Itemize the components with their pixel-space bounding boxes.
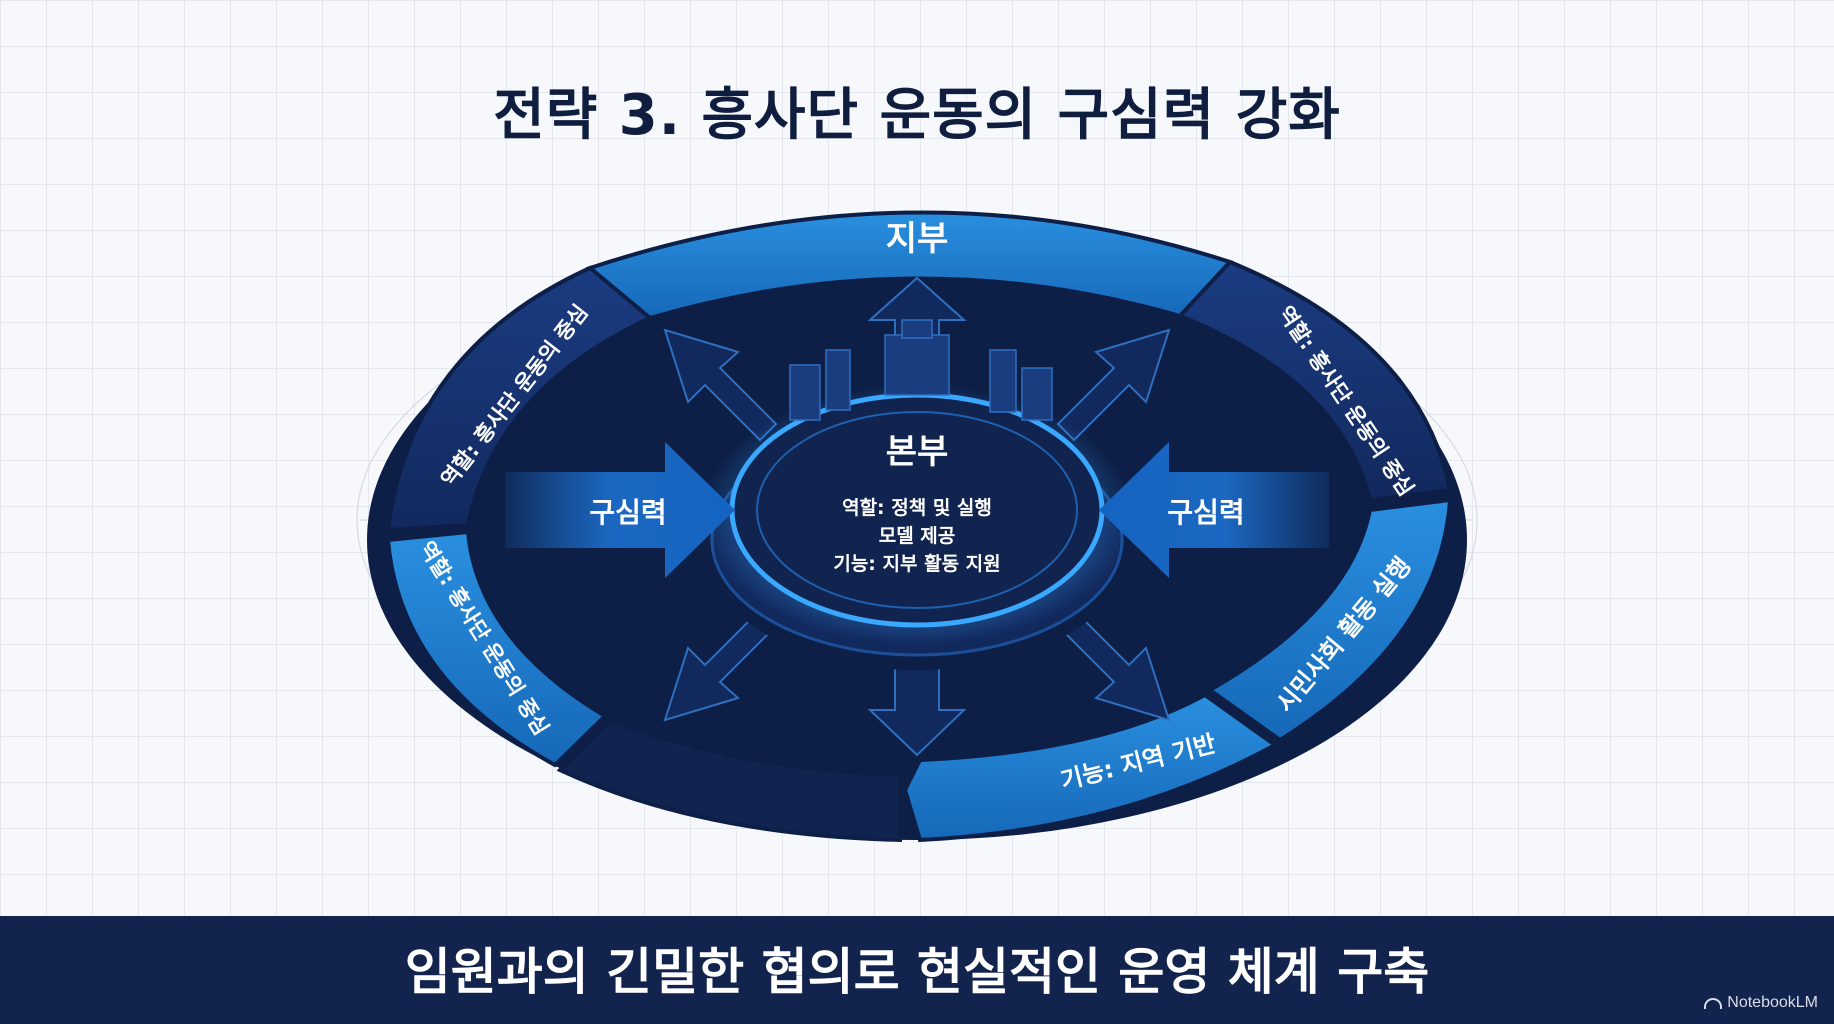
hub-diagram: 지부 본부 역할: 정책 및 실행 모델 제공 기능: 지부 활동 지원 구심력…: [356, 210, 1478, 843]
notebooklm-logo-icon: [1704, 997, 1723, 1009]
ring-segments: [385, 210, 1453, 843]
central-hub: [702, 319, 1132, 670]
arrow-down-right: [1056, 608, 1171, 722]
top-segment-label: 지부: [886, 219, 949, 259]
city-skyline-icon: [789, 319, 1053, 421]
slide-title: 전략 3. 흥사단 운동의 구심력 강화: [493, 83, 1341, 148]
center-line-2: 모델 제공: [879, 525, 956, 547]
segment-bottom-left: [556, 717, 902, 843]
footer-text: 임원과의 긴밀한 협의로 현실적인 운영 체계 구축: [404, 943, 1430, 1001]
center-line-1: 역할: 정책 및 실행: [842, 496, 992, 519]
segment-lower-right: [1206, 497, 1453, 743]
segment-upper-right: [1176, 259, 1453, 503]
brand-watermark: NotebookLM: [1704, 994, 1818, 1012]
left-force-label: 구심력: [589, 496, 666, 529]
footer-band: [0, 916, 1834, 1024]
segment-upper-left: [385, 265, 654, 533]
right-force-label: 구심력: [1167, 496, 1244, 529]
arrow-down-left: [663, 608, 778, 722]
segment-lower-left: [385, 529, 609, 768]
center-title: 본부: [886, 432, 949, 472]
center-line-3: 기능: 지부 활동 지원: [833, 553, 1000, 575]
arrow-up-left: [663, 328, 778, 442]
arrow-up-right: [1056, 328, 1171, 442]
right-force-arrow: [1099, 442, 1329, 578]
brand-name: NotebookLM: [1727, 994, 1818, 1011]
left-force-arrow: [505, 442, 735, 578]
segment-bottom-right: [902, 692, 1279, 843]
